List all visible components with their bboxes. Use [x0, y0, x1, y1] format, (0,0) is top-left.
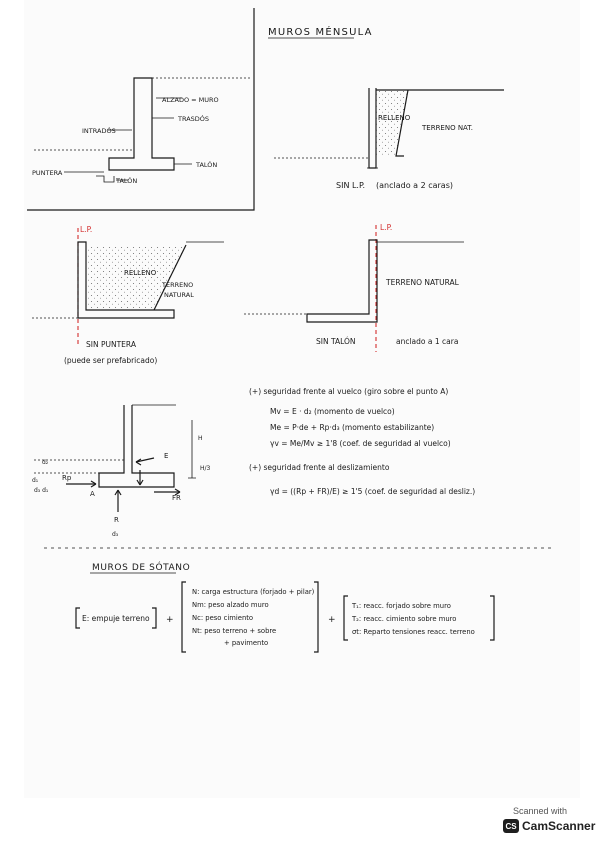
- stability-equations: (+) seguridad frente al vuelco (giro sob…: [249, 387, 475, 496]
- caption-sin-puntera: SIN PUNTERA: [86, 340, 137, 349]
- label-d3-bottom: d₃: [112, 531, 119, 538]
- section-title-muros-sotano: MUROS DE SÓTANO: [92, 561, 190, 573]
- watermark-caption: Scanned with: [513, 806, 568, 816]
- eq-gamma-v: γv = Me/Mv ≥ 1'8 (coef. de seguridad al …: [270, 439, 451, 448]
- label-force-fr: FR: [172, 494, 181, 502]
- reaction-t1: T₁: reacc. forjado sobre muro: [351, 602, 451, 610]
- label-h: H: [198, 435, 203, 442]
- caption-sin-lp: SIN L.P.: [336, 181, 365, 190]
- wall-profile-d: [306, 239, 378, 323]
- reaction-sigma: σt: Reparto tensiones reacc. terreno: [352, 628, 475, 636]
- label-talon: TALÓN: [195, 160, 217, 169]
- stability-force-diagram: E Rp A FR R d₁ d₃ H H/3 d₃ d₁ d₂: [32, 404, 211, 538]
- label-d-pair: d₃ d₁: [34, 487, 49, 494]
- section-title-muros-mensula: MUROS MÉNSULA: [268, 25, 373, 38]
- lp-label-d: L.P.: [380, 223, 392, 232]
- sotano-loads: E: empuje terreno + N: carga estructura …: [75, 581, 495, 653]
- label-natural-c: NATURAL: [164, 291, 194, 299]
- label-force-e: E: [164, 452, 168, 460]
- load-n: N: carga estructura (forjado + pilar): [192, 588, 315, 596]
- diagram-sin-puntera: L.P. RELLENO TERRENO NATURAL SIN PUNTERA…: [32, 225, 224, 365]
- diagram-sin-talon: L.P. TERRENO NATURAL SIN TALÓN anclado a…: [244, 223, 464, 352]
- label-alzado: ALZADO = MURO: [162, 96, 219, 104]
- frame-border: [27, 8, 255, 211]
- label-talon-small: TALÓN: [115, 176, 137, 185]
- label-d1: d₁: [32, 477, 39, 484]
- label-trasdos: TRASDÓS: [177, 114, 209, 123]
- plus-sign-2: +: [328, 615, 336, 625]
- caption-sin-lp-note: (anclado a 2 caras): [376, 181, 453, 190]
- heading-vuelco: (+) seguridad frente al vuelco (giro sob…: [249, 387, 448, 396]
- wall-profile: [108, 77, 175, 171]
- camscanner-logo-icon: CS: [503, 819, 519, 833]
- watermark-brand: CamScanner: [522, 819, 596, 833]
- load-nt: Nt: peso terreno + sobre: [192, 627, 276, 635]
- left-bracket-empuje: E: empuje terreno: [82, 614, 150, 623]
- label-relleno-b: RELLENO: [378, 114, 411, 122]
- label-terreno-c: TERRENO: [161, 281, 193, 289]
- handwritten-notes: ALZADO = MURO TRASDÓS INTRADÓS PUNTERA T…: [27, 8, 554, 653]
- lp-label-c: L.P.: [80, 225, 92, 234]
- wall-profile-stability: [98, 405, 175, 488]
- load-nm: Nm: peso alzado muro: [192, 601, 269, 609]
- diagram-sin-lp: RELLENO TERRENO NAT. SIN L.P. (anclado a…: [274, 88, 504, 190]
- reaction-t2: T₂: reacc. cimiento sobre muro: [351, 615, 456, 623]
- eq-mv: Mv = E · d₂ (momento de vuelco): [270, 407, 395, 416]
- eq-gamma-d: γd = ((Rp + FR)/E) ≥ 1'5 (coef. de segur…: [270, 487, 475, 496]
- label-intrados: INTRADÓS: [82, 126, 116, 135]
- label-force-rp: Rp: [62, 474, 72, 482]
- label-d2: d₂: [42, 459, 49, 466]
- caption-sin-talon: SIN TALÓN: [316, 337, 356, 346]
- load-nc: Nc: peso cimiento: [192, 614, 253, 622]
- load-pavimento: + pavimento: [224, 639, 268, 647]
- label-terreno-d: TERRENO NATURAL: [385, 278, 460, 287]
- caption-sin-puntera-note: (puede ser prefabricado): [64, 356, 157, 365]
- camscanner-watermark: Scanned with CS CamScanner: [503, 806, 595, 840]
- plus-sign-1: +: [166, 615, 174, 625]
- heading-deslizamiento: (+) seguridad frente al deslizamiento: [249, 463, 390, 472]
- eq-me: Me = P·de + Rp·d₃ (momento estabilizante…: [270, 423, 434, 432]
- watermark-brand-row: CS CamScanner: [503, 819, 595, 833]
- label-puntera: PUNTERA: [32, 169, 63, 177]
- notebook-page: ALZADO = MURO TRASDÓS INTRADÓS PUNTERA T…: [24, 0, 580, 798]
- label-terreno-b: TERRENO NAT.: [421, 124, 473, 132]
- label-force-r: R: [114, 516, 119, 524]
- label-relleno-c: RELLENO: [124, 269, 157, 277]
- label-point-a: A: [90, 490, 95, 498]
- wall-anatomy-sketch: ALZADO = MURO TRASDÓS INTRADÓS PUNTERA T…: [27, 8, 255, 211]
- label-h3: H/3: [200, 465, 211, 472]
- caption-sin-talon-note: anclado a 1 cara: [396, 337, 458, 346]
